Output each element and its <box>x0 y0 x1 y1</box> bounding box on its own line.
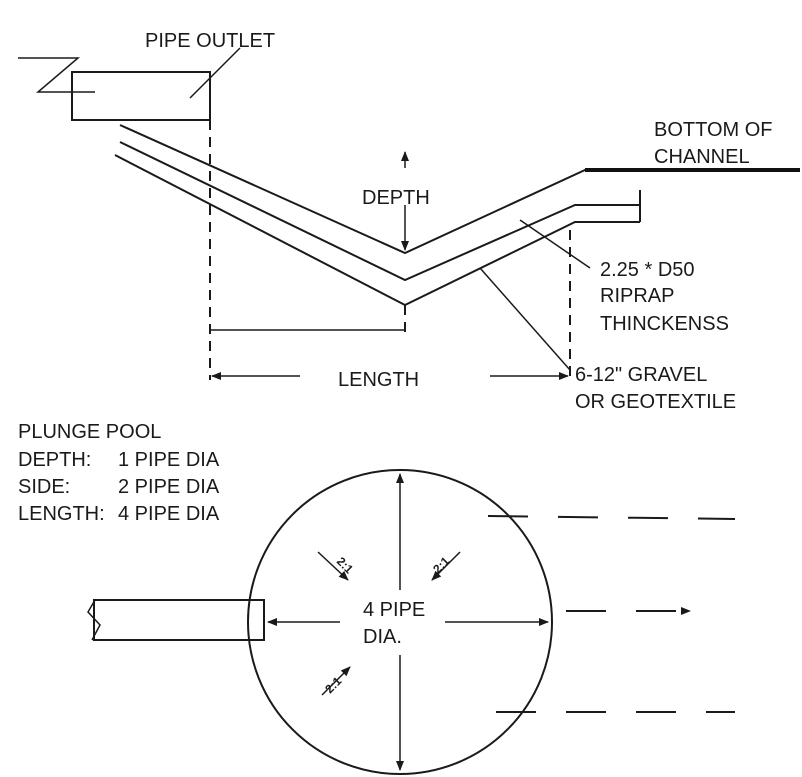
riprap-label-3: THINCKENSS <box>600 313 729 335</box>
spec-side-key: SIDE: <box>18 476 70 498</box>
profile-view: PIPE OUTLET BOTTOM OF CHANNEL DEPTH LENG… <box>18 30 800 413</box>
pipe-break-line <box>18 57 95 93</box>
bottom-of-channel-label: BOTTOM OF <box>654 119 773 141</box>
gravel-leader <box>479 267 571 371</box>
length-label: LENGTH <box>338 369 419 391</box>
riprap-label-2: RIPRAP <box>600 285 674 307</box>
plan-view: PLUNGE POOL DEPTH: 1 PIPE DIA SIDE: 2 PI… <box>18 421 736 775</box>
slope-label-right: 2:1 <box>430 554 452 576</box>
gravel-bottom-line <box>114 154 640 307</box>
spec-length-key: LENGTH: <box>18 503 105 525</box>
riprap-label-1: 2.25 * D50 <box>600 259 695 281</box>
pipe-outlet-leader <box>189 47 241 99</box>
center-label-1: 4 PIPE <box>363 599 425 621</box>
riprap-bottom-line <box>119 141 640 282</box>
spec-length-value: 4 PIPE DIA <box>118 503 220 525</box>
pipe-outlet <box>71 71 211 121</box>
plunge-pool-outline <box>247 469 553 775</box>
slope-arrow-left <box>317 551 349 581</box>
gravel-label-2: OR GEOTEXTILE <box>575 391 736 413</box>
riprap-leader <box>519 219 591 269</box>
center-label-2: DIA. <box>363 626 402 648</box>
slope-label-bottom: 2:1 <box>322 674 344 696</box>
plan-pipe <box>93 599 265 641</box>
slope-arrow-right <box>431 551 461 581</box>
spec-depth-key: DEPTH: <box>18 449 91 471</box>
depth-label: DEPTH <box>362 187 430 209</box>
plunge-pool-title: PLUNGE POOL <box>18 421 161 443</box>
pipe-outlet-label: PIPE OUTLET <box>145 30 275 52</box>
spec-side-value: 2 PIPE DIA <box>118 476 220 498</box>
slope-label-left: 2:1 <box>334 554 356 576</box>
riprap-top-line <box>119 124 800 255</box>
bottom-of-channel-label-2: CHANNEL <box>654 146 750 168</box>
slope-arrow-bottom <box>321 666 351 696</box>
outflow-line-top <box>487 515 736 520</box>
gravel-label-1: 6-12" GRAVEL <box>575 364 707 386</box>
spec-depth-value: 1 PIPE DIA <box>118 449 220 471</box>
